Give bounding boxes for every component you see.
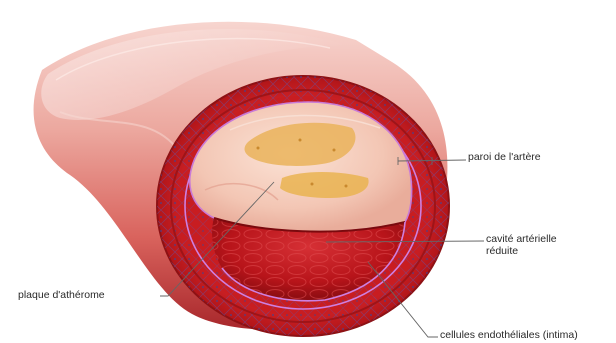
label-artery-wall: paroi de l'artère	[468, 151, 541, 163]
label-endothelial-cells: cellules endothéliales (intima)	[440, 329, 578, 341]
label-reduced-arterial-cavity: cavité artérielle réduite	[486, 233, 557, 257]
label-reduced-cavity-line-1: cavité artérielle	[486, 233, 557, 245]
label-atheroma-plaque: plaque d'athérome	[18, 289, 105, 301]
label-reduced-cavity-line-2: réduite	[486, 245, 557, 257]
